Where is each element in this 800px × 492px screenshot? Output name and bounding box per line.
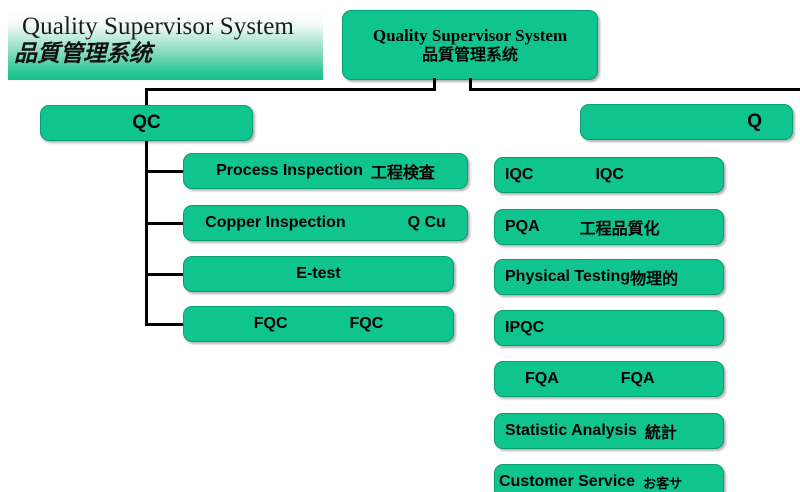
node-process-inspection-label-english: Process Inspection xyxy=(216,162,363,179)
node-customer-service[interactable]: Customer Service お客サ xyxy=(494,464,724,492)
node-fqc-label-code: FQC xyxy=(349,315,384,332)
connector-drop-to-qc xyxy=(145,88,148,107)
node-pqa[interactable]: PQA 工程品質化 xyxy=(494,209,724,245)
node-copper-inspection[interactable]: Copper Inspection Q Cu xyxy=(183,205,468,241)
node-pqa-label-chinese: 工程品質化 xyxy=(579,219,660,238)
node-process-inspection-label-chinese: 工程検査 xyxy=(370,163,435,182)
node-fqa-label-english: FQA xyxy=(525,370,559,387)
node-customer-service-label-english: Customer Service xyxy=(499,473,636,490)
header-title-chinese: 品質管理系统 xyxy=(14,40,152,67)
node-e-test-label: E-test xyxy=(296,265,341,282)
node-copper-inspection-label-english: Copper Inspection xyxy=(205,214,346,231)
connector-qc-branch-1 xyxy=(145,170,185,173)
node-statistic-analysis-label-chinese: 統計 xyxy=(644,423,677,442)
node-iqc[interactable]: IQC IQC xyxy=(494,157,724,193)
node-process-inspection[interactable]: Process Inspection 工程検査 xyxy=(183,153,468,189)
connector-root-to-qa-horizontal xyxy=(469,88,800,91)
node-statistic-analysis[interactable]: Statistic Analysis 統計 xyxy=(494,413,724,449)
connector-qc-trunk xyxy=(145,141,148,326)
root-node-label-chinese: 品質管理系统 xyxy=(421,44,518,64)
node-pqa-label-english: PQA xyxy=(505,218,540,235)
node-physical-testing-label-chinese: 物理的 xyxy=(630,269,679,288)
node-fqc[interactable]: FQC FQC xyxy=(183,306,454,342)
node-fqa-label-code: FQA xyxy=(620,370,655,387)
node-iqc-label-code: IQC xyxy=(595,166,624,183)
node-physical-testing-label-english: Physical Testing xyxy=(505,268,631,285)
node-fqc-label-english: FQC xyxy=(253,315,288,332)
connector-root-to-qc-horizontal xyxy=(145,88,436,91)
node-qc-label: QC xyxy=(132,112,161,133)
node-ipqc-label: IPQC xyxy=(505,319,545,336)
root-node-quality-supervisor-system[interactable]: Quality Supervisor System 品質管理系统 xyxy=(342,10,598,80)
connector-root-right-stem xyxy=(469,78,472,90)
node-qa[interactable]: Q xyxy=(580,104,793,140)
root-node-label-english: Quality Supervisor System xyxy=(372,25,568,45)
header-banner xyxy=(8,12,323,80)
node-qc[interactable]: QC xyxy=(40,105,253,141)
node-ipqc[interactable]: IPQC xyxy=(494,310,724,346)
node-statistic-analysis-label-english: Statistic Analysis xyxy=(505,422,637,439)
connector-root-left-stem xyxy=(433,78,436,90)
header-title-english: Quality Supervisor System xyxy=(22,13,294,40)
node-customer-service-label-japanese: お客サ xyxy=(643,476,683,492)
node-fqa[interactable]: FQA FQA xyxy=(494,361,724,397)
node-e-test[interactable]: E-test xyxy=(183,256,454,292)
connector-qc-branch-3 xyxy=(145,273,185,276)
node-iqc-label-english: IQC xyxy=(505,166,534,183)
node-copper-inspection-label-code: Q Cu xyxy=(407,214,446,231)
connector-qc-branch-4 xyxy=(145,323,185,326)
node-physical-testing[interactable]: Physical Testing 物理的 xyxy=(494,259,724,295)
connector-qc-branch-2 xyxy=(145,222,185,225)
node-qa-label: Q xyxy=(747,111,762,132)
